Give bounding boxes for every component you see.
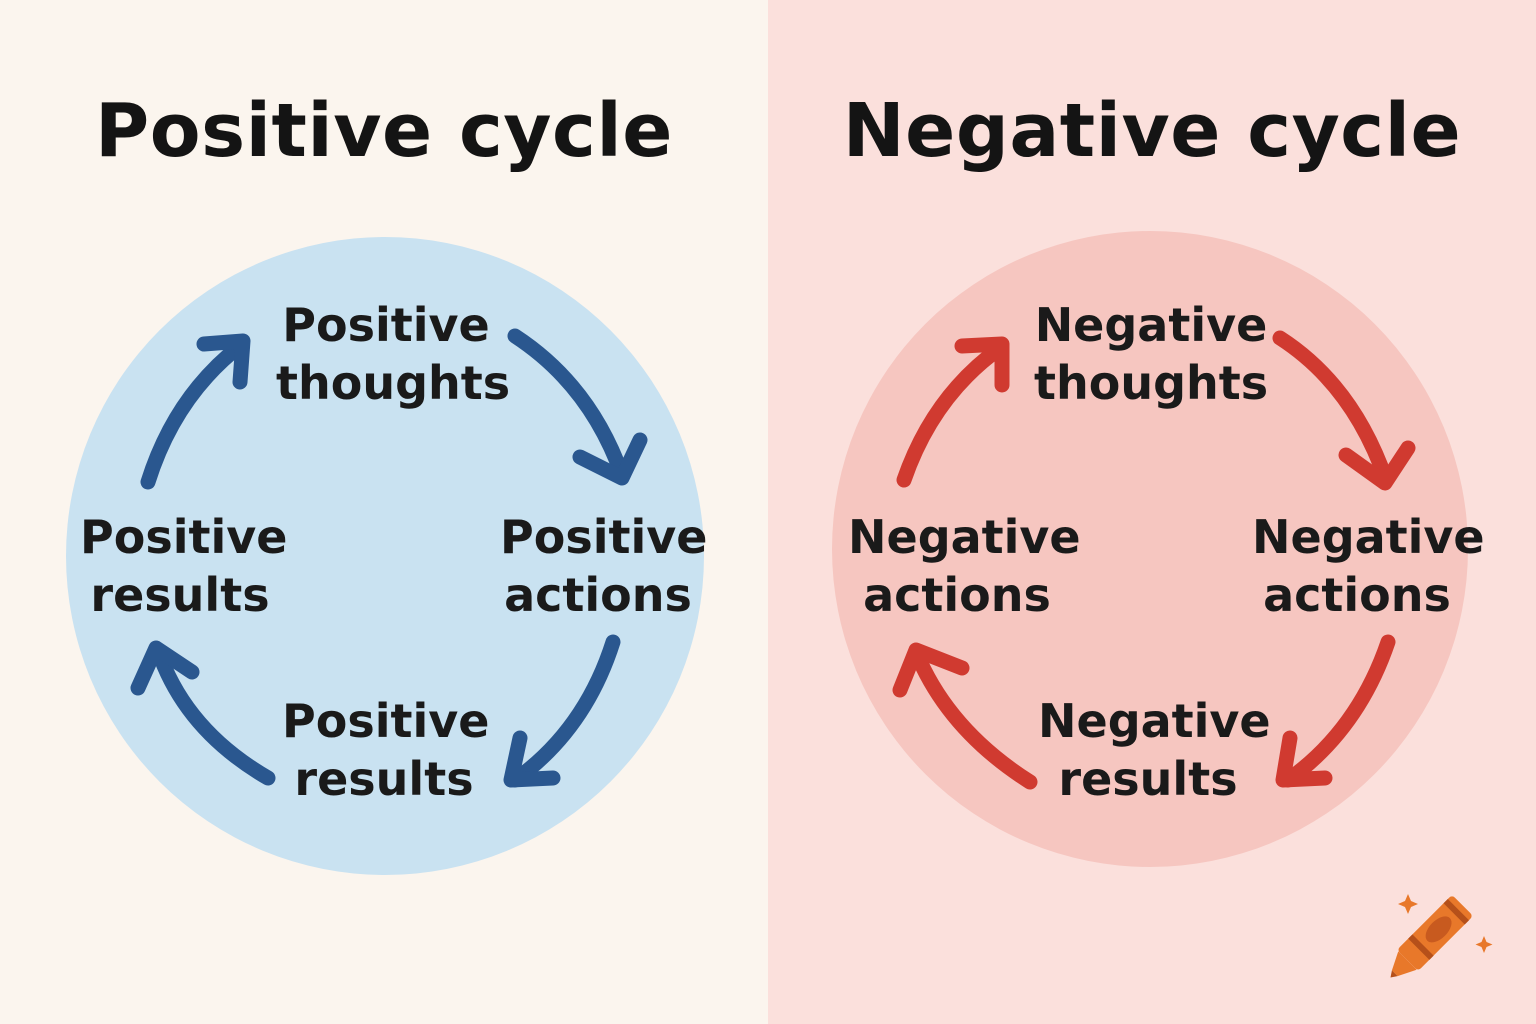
negative-thoughts-line2: thoughts: [1034, 356, 1269, 410]
arrow-results-to-left-icon: [892, 642, 1038, 790]
negative-actions-right-label: Negative actions: [1252, 508, 1485, 624]
negative-cycle-panel: Negative cycle: [768, 0, 1536, 1024]
negative-actions-left-line1: Negative: [848, 510, 1081, 564]
arrow-thoughts-to-actions-icon: [507, 328, 648, 486]
positive-thoughts-line2: thoughts: [276, 356, 511, 410]
negative-actions-right-line2: actions: [1263, 568, 1451, 622]
negative-thoughts-label: Negative thoughts: [1034, 296, 1268, 412]
positive-cycle-title: Positive cycle: [95, 88, 673, 174]
positive-results-bottom-line1: Positive: [282, 694, 490, 748]
arrow-results-to-left-icon: [130, 640, 276, 786]
sparkle-icon: [1398, 894, 1493, 953]
negative-actions-left-label: Negative actions: [848, 508, 1081, 624]
negative-thoughts-line1: Negative: [1034, 298, 1268, 352]
negative-results-label: Negative results: [1038, 692, 1271, 808]
negative-actions-left-line2: actions: [863, 568, 1051, 622]
arrow-actions-to-results-icon: [1275, 634, 1396, 788]
negative-results-line2: results: [1058, 752, 1238, 806]
positive-actions-label: Positive actions: [500, 508, 708, 624]
positive-thoughts-line1: Positive: [282, 298, 490, 352]
arrow-actions-to-results-icon: [503, 634, 621, 788]
arrow-left-to-thoughts-icon: [896, 336, 1010, 488]
crayon-icon: [1390, 894, 1493, 978]
negative-cycle-arrows: [892, 330, 1416, 790]
positive-actions-line2: actions: [504, 568, 692, 622]
positive-results-left-label: Positive results: [80, 508, 288, 624]
positive-actions-line1: Positive: [500, 510, 708, 564]
positive-cycle-panel: Positive cycle: [0, 0, 768, 1024]
arrow-left-to-thoughts-icon: [140, 333, 251, 490]
arrow-thoughts-to-actions-icon: [1272, 330, 1416, 491]
positive-results-bottom-label: Positive results: [282, 692, 490, 808]
negative-actions-right-line1: Negative: [1252, 510, 1485, 564]
positive-results-bottom-line2: results: [294, 752, 474, 806]
positive-thoughts-label: Positive thoughts: [276, 296, 511, 412]
positive-cycle-arrows: [130, 328, 648, 788]
negative-cycle-circle: [832, 231, 1468, 867]
positive-results-left-line2: results: [90, 568, 270, 622]
negative-cycle-title: Negative cycle: [842, 88, 1462, 174]
negative-results-line1: Negative: [1038, 694, 1271, 748]
positive-results-left-line1: Positive: [80, 510, 288, 564]
positive-cycle-circle: [66, 237, 704, 875]
